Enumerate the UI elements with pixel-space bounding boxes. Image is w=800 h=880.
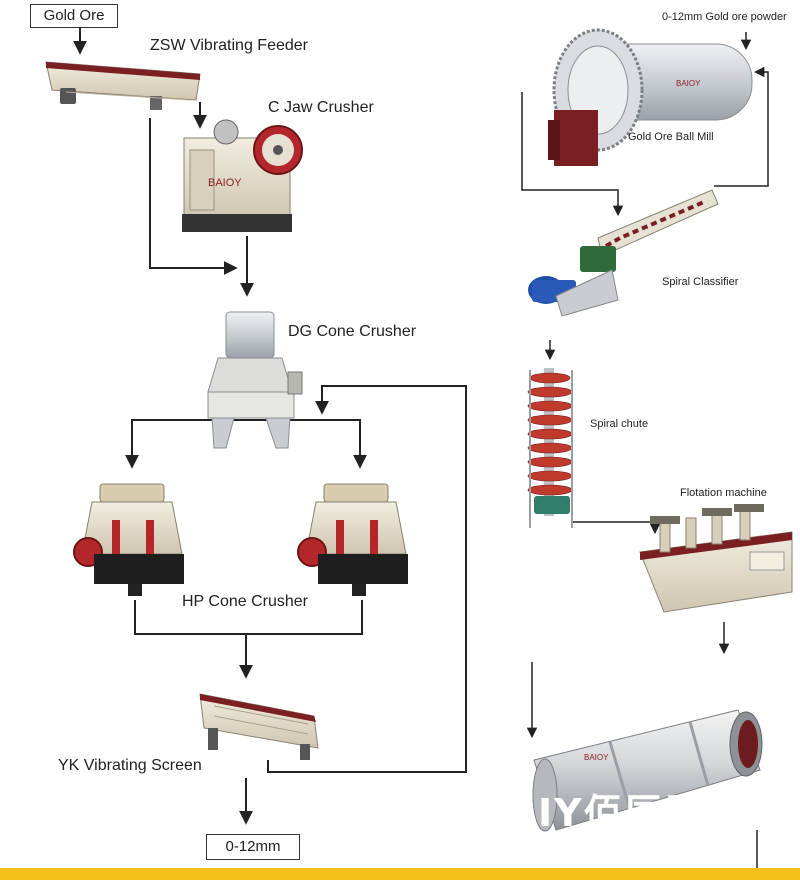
output-size-box: 0-12mm <box>206 834 300 860</box>
svg-text:BAIOY: BAIOY <box>584 753 609 762</box>
right-flow-lines <box>521 32 769 868</box>
rotary-dryer-machine: BAIOY <box>532 709 763 832</box>
flotation-label: Flotation machine <box>680 487 767 499</box>
powder-label: 0-12mm Gold ore powder <box>662 11 787 23</box>
svg-text:BAIOY: BAIOY <box>676 79 701 88</box>
vibrating-screen-label: YK Vibrating Screen <box>58 757 202 774</box>
vibrating-feeder-machine <box>45 61 201 110</box>
vibrating-screen-machine <box>199 693 319 760</box>
ball-mill-label: Gold Ore Ball Mill <box>628 131 714 143</box>
dg-cone-crusher-machine <box>207 311 303 449</box>
gold-ore-input-box: Gold Ore <box>30 4 118 28</box>
spiral-classifier-machine <box>528 189 719 317</box>
feeder-label: ZSW Vibrating Feeder <box>150 37 309 54</box>
svg-text:BAIOY: BAIOY <box>208 177 242 189</box>
hp-cone-crusher-label: HP Cone Crusher <box>182 593 309 610</box>
spiral-chute-machine <box>527 368 573 528</box>
hp-cone-crusher-machine-right <box>297 483 408 596</box>
jaw-crusher-label: C Jaw Crusher <box>268 99 374 116</box>
brand-watermark-sub: nery C <box>640 828 685 845</box>
brand-watermark: IY佰辰重工 <box>538 791 744 835</box>
bottom-color-bar <box>0 868 800 880</box>
flotation-machine <box>639 504 793 613</box>
hp-cone-crusher-machine-left <box>73 483 184 596</box>
dg-cone-crusher-label: DG Cone Crusher <box>288 323 417 340</box>
spiral-chute-label: Spiral chute <box>590 418 648 430</box>
jaw-crusher-machine: BAIOY <box>182 119 303 232</box>
ball-mill-machine: BAIOY <box>548 28 753 166</box>
spiral-classifier-label: Spiral Classifier <box>662 276 739 288</box>
